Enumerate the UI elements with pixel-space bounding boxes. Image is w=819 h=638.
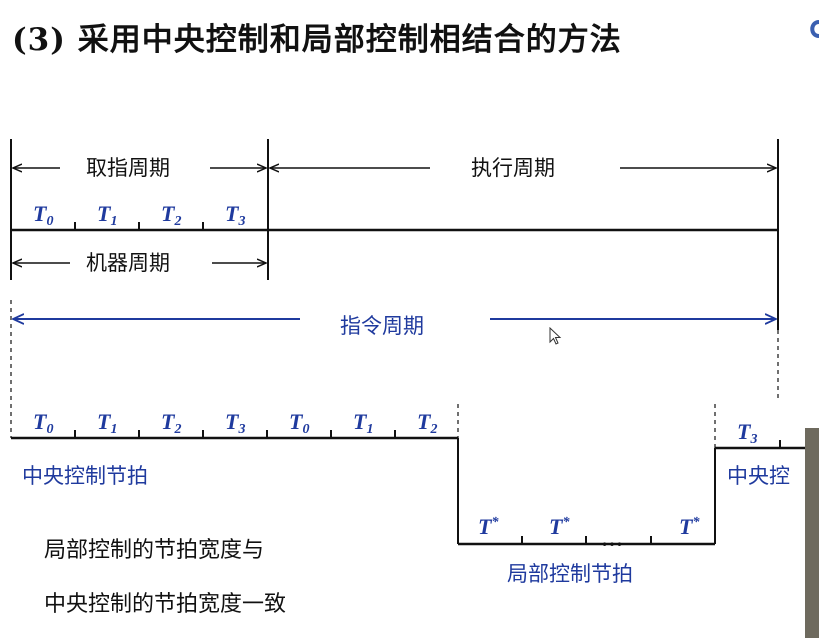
central-tick-label: T3 [225, 409, 246, 438]
central-tick-label: T0 [289, 409, 310, 438]
local-ellipsis: … [601, 526, 623, 551]
note-line: 中央控制的节拍宽度一致 [44, 592, 287, 617]
local-tick-label: T* [478, 514, 499, 539]
mouse-cursor-icon [549, 327, 562, 345]
central-tick-label: T1 [97, 409, 118, 438]
fetch-tick-label: T0 [33, 201, 54, 230]
local-control-label: 局部控制节拍 [507, 562, 633, 586]
fetch-tick-label: T1 [97, 201, 118, 230]
central-tick-label: T2 [417, 409, 438, 438]
central-control-label: 中央控制节拍 [22, 464, 148, 488]
central-control-label-right: 中央控 [727, 464, 790, 488]
note-line: 局部控制的节拍宽度与 [44, 538, 265, 563]
partial-glyph-icon [810, 20, 819, 38]
video-overlay-strip [805, 428, 819, 638]
execute-period-label: 执行周期 [467, 155, 559, 181]
machine-cycle-label: 机器周期 [82, 250, 174, 276]
local-tick-label: T* [679, 514, 700, 539]
slide-title: (3) 采用中央控制和局部控制相结合的方法 [12, 22, 622, 58]
central-tick-label: T0 [33, 409, 54, 438]
local-tick-label: T* [549, 514, 570, 539]
central-tick-label: T1 [353, 409, 374, 438]
central-resume-tick-label: T3 [737, 419, 758, 448]
fetch-tick-label: T3 [225, 201, 246, 230]
instruction-cycle-label: 指令周期 [336, 313, 428, 339]
fetch-tick-label: T2 [161, 201, 182, 230]
fetch-period-label: 取指周期 [82, 155, 174, 181]
central-tick-label: T2 [161, 409, 182, 438]
